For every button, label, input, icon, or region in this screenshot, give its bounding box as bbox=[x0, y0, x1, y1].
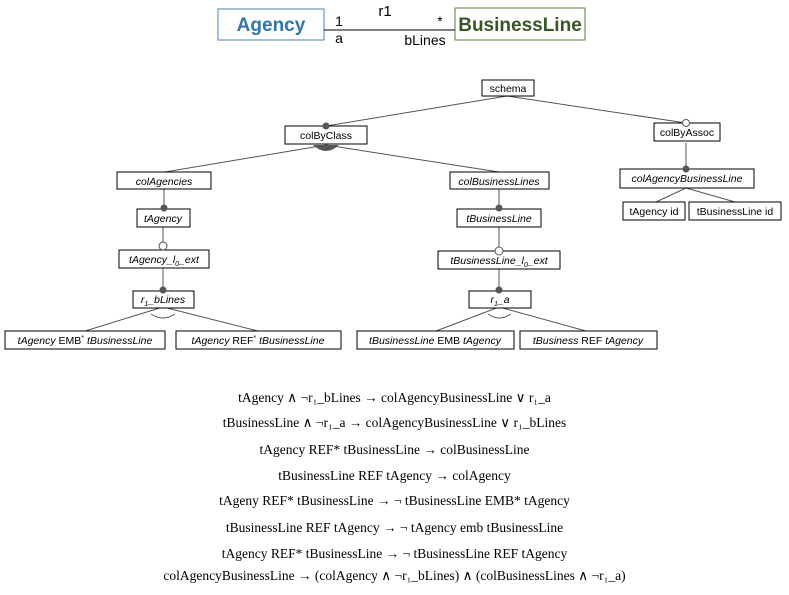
node-tBusinessLine-id: tBusinessLine id bbox=[697, 206, 774, 218]
leaf-tAgency-emb-tBusinessLine: tAgency EMB* tBusinessLine bbox=[18, 335, 153, 347]
node-r1-bLines: r1_bLines bbox=[141, 294, 186, 308]
multiplicity-right: * bbox=[437, 13, 443, 29]
constraint-formula-4: tBusinessLine REF tAgency → colAgency bbox=[278, 468, 511, 483]
node-tAgency-ext: tAgency_l0_ext bbox=[129, 254, 200, 268]
role-left: a bbox=[335, 30, 343, 46]
xor-arc-r1-a bbox=[487, 313, 512, 319]
agency-class-label: Agency bbox=[237, 15, 306, 36]
node-tBusinessLine-ext: tBusinessLine_l0_ext bbox=[450, 255, 548, 269]
agency-class-box bbox=[217, 8, 325, 41]
node-tAgency: tAgency bbox=[144, 213, 183, 225]
xor-arc-r1-bLines bbox=[150, 313, 176, 319]
constraint-formula-3: tAgency REF* tBusinessLine → colBusiness… bbox=[259, 442, 530, 457]
tree-edges bbox=[84, 95, 736, 332]
and-arc-colByClass bbox=[313, 145, 339, 151]
leaf-tBusinessLine-emb-tAgency: tBusinessLine EMB tAgency bbox=[369, 335, 502, 347]
businessline-class-label: BusinessLine bbox=[458, 15, 582, 36]
leaf-tAgency-ref-tBusinessLine: tAgency REF* tBusinessLine bbox=[192, 335, 325, 347]
node-colBusinessLines: colBusinessLines bbox=[458, 176, 540, 188]
constraint-formula-6: tBusinessLine REF tAgency → ¬ tAgency em… bbox=[225, 520, 564, 535]
uml-association: Agency BusinessLine r1 1 * a bLines bbox=[217, 3, 586, 48]
node-colByClass: colByClass bbox=[300, 130, 352, 142]
node-r1-a: r1_a bbox=[490, 294, 509, 308]
tree-node-boxes bbox=[4, 79, 782, 350]
constraint-formula-7: tAgency REF* tBusinessLine → ¬ tBusiness… bbox=[221, 546, 568, 561]
role-right: bLines bbox=[404, 32, 445, 48]
leaf-tBusiness-ref-tAgency: tBusiness REF tAgency bbox=[533, 335, 644, 347]
node-colByAssoc: colByAssoc bbox=[660, 127, 714, 139]
businessline-class-box bbox=[454, 7, 586, 41]
constraint-formula-2: tBusinessLine ∧ ¬r₁_a → colAgencyBusines… bbox=[222, 415, 567, 430]
constraint-formula-1: tAgency ∧ ¬r₁_bLines → colAgencyBusiness… bbox=[238, 390, 551, 405]
node-schema: schema bbox=[490, 83, 527, 95]
tree-connectors bbox=[158, 119, 690, 294]
multiplicity-left: 1 bbox=[335, 13, 343, 29]
node-tBusinessLine: tBusinessLine bbox=[466, 213, 532, 225]
node-tAgency-id: tAgency id bbox=[629, 206, 678, 218]
constraint-formula-5: tAgeny REF* tBusinessLine → ¬ tBusinessL… bbox=[219, 493, 570, 508]
node-colAgencies: colAgencies bbox=[136, 176, 193, 188]
association-name: r1 bbox=[378, 3, 391, 20]
constraint-formula-8: colAgencyBusinessLine → (colAgency ∧ ¬r₁… bbox=[163, 568, 626, 583]
node-colAgencyBusinessLine: colAgencyBusinessLine bbox=[632, 173, 743, 185]
